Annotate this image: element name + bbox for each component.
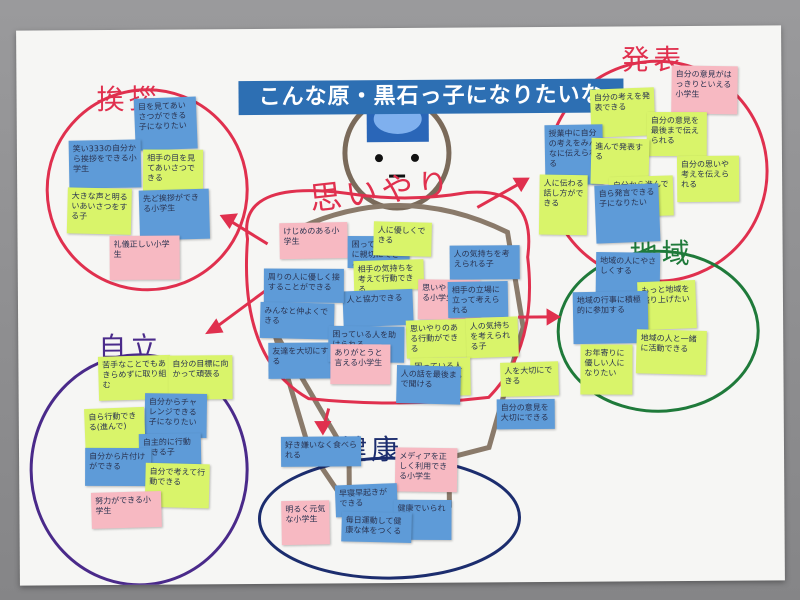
sticky-note-n18: 人に優しくできる <box>373 221 432 257</box>
sticky-note-n20: 人の気持ちを考えられる子 <box>449 245 520 280</box>
figure-right-eye <box>410 153 419 162</box>
sticky-note-n38: お年寄りに優しい人になりたい <box>580 344 633 395</box>
sticky-note-n4: 大きな声と明るいあいさつをする子 <box>66 187 132 235</box>
sticky-note-n31: ありがとうと言える小学生 <box>330 344 391 385</box>
omoiyari-outline <box>245 189 532 405</box>
poster-title: こんな原・黒石っ子になりたいな <box>238 78 624 116</box>
sticky-note-n26: 思いやりのある行動ができる <box>405 318 469 359</box>
sticky-note-n29: 人の気持ちを考えられる子 <box>465 316 519 359</box>
sticky-note-n10: 自分の意見を最後まで伝えられる <box>646 111 707 157</box>
arrow-to-aisatsu <box>226 217 269 246</box>
sticky-note-n14: 人に伝わる話し方ができる <box>538 174 588 236</box>
sticky-note-n47: 努力ができる小学生 <box>90 490 162 529</box>
sticky-note-n15: 自ら発言できる子になりたい <box>594 183 661 244</box>
sticky-note-n53: 毎日運動して健康な体をつくる <box>341 511 412 544</box>
sticky-note-n43: 自ら行動できる(進んで) <box>84 406 146 454</box>
sticky-note-n48: 好き嫌いなく食べられる <box>280 436 362 467</box>
sticky-note-n51: 明るく元気な小学生 <box>281 500 330 546</box>
sticky-note-n6: 礼儀正しい小学生 <box>109 235 180 281</box>
sticky-note-n23: 相手の立場に立って考えられる <box>447 280 509 318</box>
figure-left-eye <box>374 154 383 163</box>
sticky-note-n3: 相手の目を見てあいさつできる <box>142 149 204 194</box>
arrow-to-aisatsu-head <box>219 213 238 230</box>
sticky-note-n49: メディアを正しく利用できる小学生 <box>394 447 458 493</box>
jiritsu-circle <box>29 353 249 586</box>
chiiki-circle <box>556 249 760 413</box>
sticky-note-n45: 自分から片付けができる <box>85 447 152 487</box>
sticky-note-n2: 笑い333の自分から挨拶をできる小学生 <box>68 139 142 189</box>
poster-paper: こんな原・黒石っ子になりたいな 挨拶 発表 自立 地域 健康 思いやり 目を見て… <box>16 25 785 586</box>
sticky-note-n22: 人と協力できる <box>342 288 414 328</box>
sticky-note-n34: 自分の意見を大切にできる <box>496 398 555 430</box>
sticky-note-n32: 人の話を最後まで聞ける <box>396 365 462 405</box>
kenkou-circle <box>257 456 521 580</box>
arrow-to-jiritsu-head <box>205 318 224 335</box>
sticky-note-n16: けじめのある小学生 <box>279 222 348 260</box>
arrows <box>205 177 561 436</box>
sticky-note-n7: 自分の意見がはっきりといえる小学生 <box>671 65 738 115</box>
aisatsu-circle <box>45 88 249 292</box>
arrow-to-jiritsu <box>212 287 269 331</box>
sticky-note-n33: 人を大切にできる <box>500 361 559 397</box>
arrow-to-chiiki-head <box>546 308 561 326</box>
sticky-note-n25: みんなと仲よくできる <box>259 301 335 340</box>
sticky-note-n1: 目を見てあいさつができる子になりたい <box>133 96 198 151</box>
arrow-to-kenkou-head <box>314 420 332 436</box>
sticky-note-n42: 自分からチャレンジできる子になりたい <box>144 393 208 439</box>
sticky-note-n39: 地域の人と一緒に活動できる <box>635 329 707 375</box>
arrow-to-happyou-head <box>512 177 530 193</box>
sticky-note-n5: 先ど挨拶ができる小学生 <box>138 188 211 241</box>
sticky-note-n13: 自分の思いや考えを伝えられる <box>676 155 740 203</box>
arrow-to-happyou <box>476 180 523 209</box>
sticky-note-n24: 周りの人に優しく接することができる <box>263 268 344 303</box>
sticky-note-n19: 相手の気持ちを考えて行動できる <box>353 259 425 292</box>
